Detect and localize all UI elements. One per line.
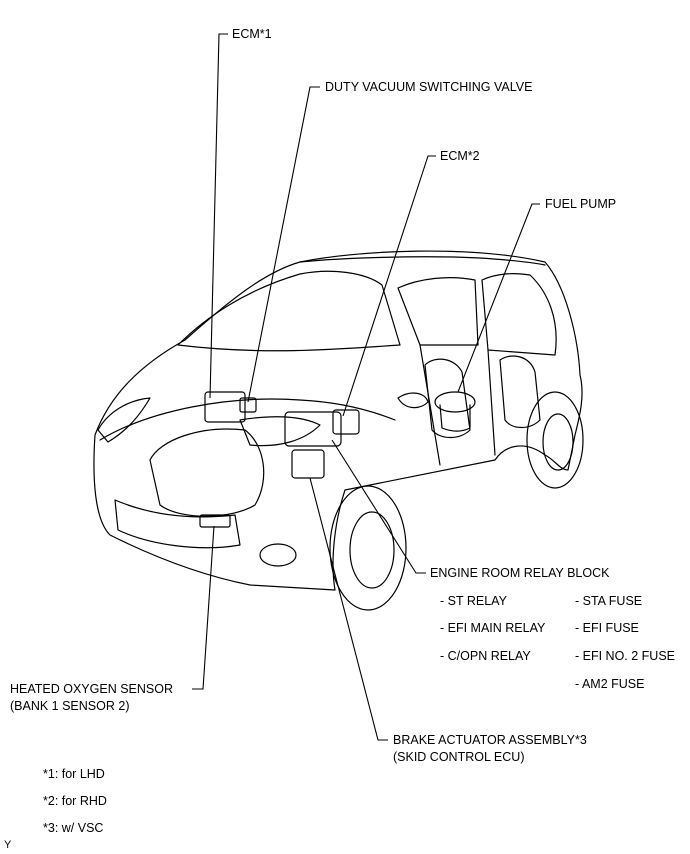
leader-relay-block [331,439,426,574]
engine-block [149,428,265,517]
door-line-rear [487,349,496,456]
seat-rear [499,355,541,429]
rear-wheel [526,391,584,489]
car-body-outline [93,250,583,591]
leader-fuel-pump [457,203,540,393]
footnote-lhd: *1: for LHD [43,767,105,781]
oxygen-sensor-unit [199,514,231,528]
label-heated-oxygen-sensor: HEATED OXYGEN SENSOR (BANK 1 SENSOR 2) [10,681,173,715]
windshield-outline [177,270,401,352]
relay-item-copn-relay: - C/OPN RELAY [440,649,531,663]
label-ecm-rhd: ECM*2 [440,149,480,163]
brake-actuator-line2: (SKID CONTROL ECU) [393,750,525,764]
footnote-vsc: *3: w/ VSC [43,821,104,835]
front-wheel-hub [349,511,395,589]
corner-mark: Y [4,839,12,851]
headlight-right [239,416,321,447]
label-engine-room-relay-block: ENGINE ROOM RELAY BLOCK [430,566,610,580]
front-grille [114,499,241,549]
leader-heated-o2 [192,525,215,690]
side-window-rear [481,273,557,356]
relay-item-efi-main-relay: - EFI MAIN RELAY [440,621,546,635]
ecm-lhd-unit [204,391,246,423]
fuel-pump-body [439,404,471,432]
footnote-rhd: *2: for RHD [43,794,107,808]
ecm-rhd-unit [332,409,360,435]
label-ecm-lhd: ECM*1 [232,27,272,41]
hood-line [99,398,396,441]
headlight-left [97,397,151,443]
dvsv-unit [239,397,257,413]
relay-item-st-relay: - ST RELAY [440,594,507,608]
fuse-item-sta-fuse: - STA FUSE [575,594,643,608]
door-line [419,344,441,466]
side-mirror [397,392,429,409]
leader-ecm1 [209,33,228,399]
heated-oxygen-sensor-line1: HEATED OXYGEN SENSOR [10,682,173,696]
leader-brake-actuator [309,477,388,741]
heated-oxygen-sensor-line2: (BANK 1 SENSOR 2) [10,699,130,713]
fuel-pump-unit [434,391,476,413]
label-duty-vacuum-switching-valve: DUTY VACUUM SWITCHING VALVE [325,80,533,94]
leader-dvsv [247,86,320,403]
rear-wheel-hub [542,413,574,471]
fuse-item-am2-fuse: - AM2 FUSE [575,677,645,691]
front-wheel [329,485,407,611]
seat-front [424,358,471,439]
brake-actuator-unit [291,449,325,479]
fuse-item-efi-fuse: - EFI FUSE [575,621,639,635]
leader-ecm2 [342,155,436,417]
fog-lamp [259,543,297,567]
side-window-front [397,277,479,346]
roof-line [299,256,546,266]
label-brake-actuator-assembly: BRAKE ACTUATOR ASSEMBLY*3 (SKID CONTROL … [393,732,587,766]
label-fuel-pump: FUEL PUMP [545,197,617,211]
relay-block-unit [284,411,342,447]
brake-actuator-line1: BRAKE ACTUATOR ASSEMBLY*3 [393,733,587,747]
fuse-item-efi-no2-fuse: - EFI NO. 2 FUSE [575,649,676,663]
